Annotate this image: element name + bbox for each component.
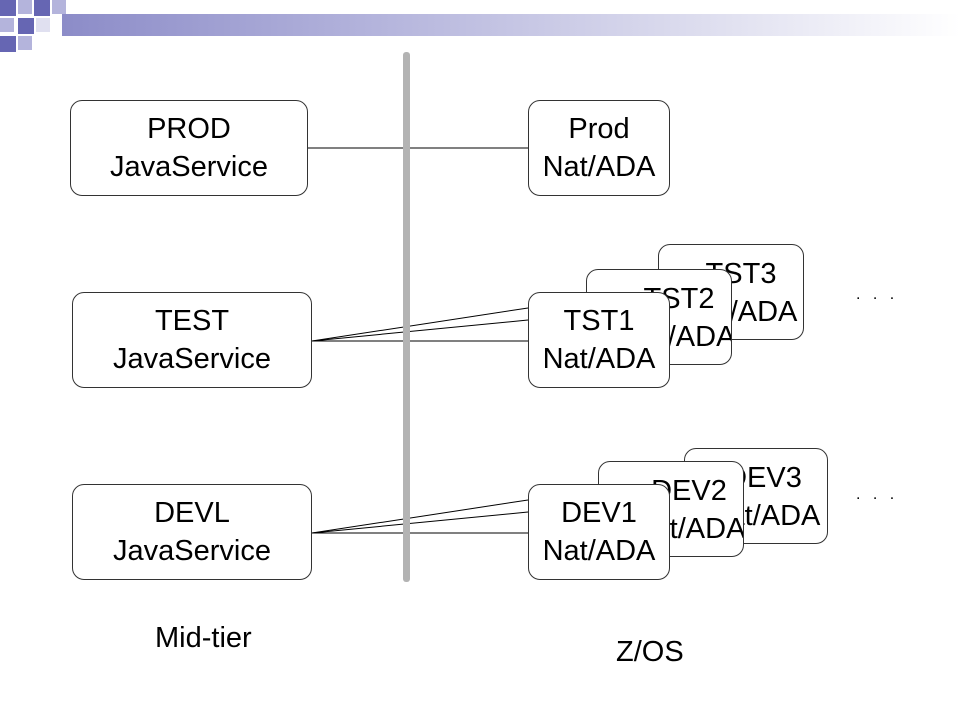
box-line2: JavaService [113,343,271,375]
zos-label: Z/OS [616,636,684,668]
more-test-ellipsis: . . . [856,286,899,303]
connector-test-tst2 [311,319,529,342]
test-javaservice-box: TEST JavaService [72,292,312,388]
connector-test-tst3 [311,307,529,342]
midtier-label: Mid-tier [155,622,252,654]
dev1-natada-box: DEV1 Nat/ADA [528,484,670,580]
tier-divider [403,52,410,582]
devl-javaservice-box: DEVL JavaService [72,484,312,580]
more-dev-ellipsis: . . . [856,486,899,503]
header-decoration [0,0,960,60]
box-line1: PROD [147,113,231,145]
header-square [0,36,16,52]
box-line1: DEVL [154,497,230,529]
box-line2: JavaService [113,535,271,567]
connector-devl-dev2 [311,511,529,534]
header-square [18,18,34,34]
box-line2: Nat/ADA [542,535,656,567]
box-line1: TST1 [563,305,635,337]
prod-natada-box: Prod Nat/ADA [528,100,670,196]
header-gradient-bar [62,14,960,36]
connector-devl-dev3 [311,499,529,534]
header-square [34,0,50,16]
header-square [52,0,66,14]
header-square [36,18,50,32]
tst1-natada-box: TST1 Nat/ADA [528,292,670,388]
box-line2: Nat/ADA [542,343,656,375]
box-line2: JavaService [110,151,268,183]
header-square [18,0,32,14]
header-square [0,18,14,32]
header-square [0,0,16,16]
prod-javaservice-box: PROD JavaService [70,100,308,196]
box-line2: Nat/ADA [542,151,656,183]
header-square [18,36,32,50]
box-line1: Prod [568,113,630,145]
box-line1: DEV1 [561,497,637,529]
box-line1: TEST [154,305,230,337]
